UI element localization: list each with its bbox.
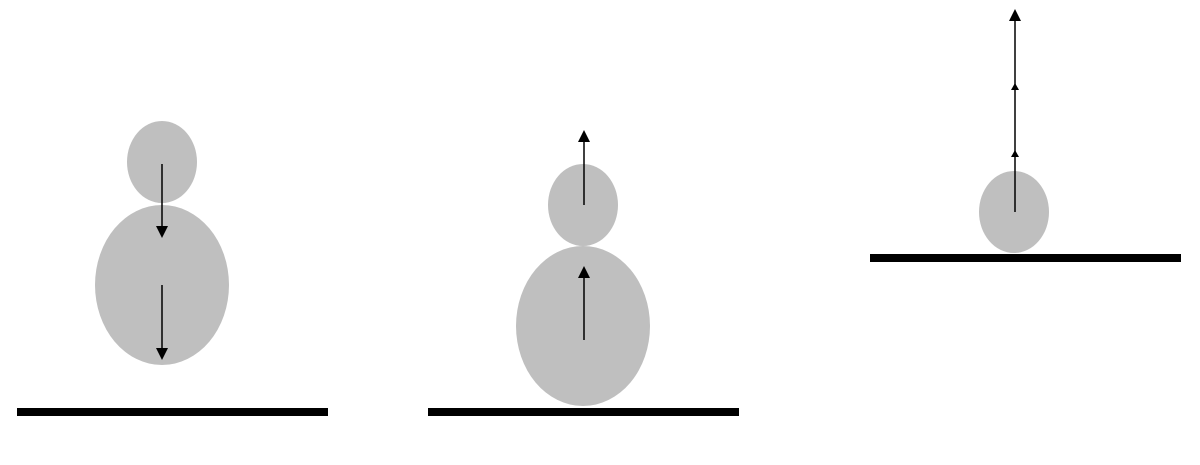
large-ball — [516, 246, 650, 406]
panel-after-bounce — [428, 130, 739, 416]
small-ball-velocity-arrowhead — [1011, 83, 1019, 90]
panel-before-impact — [17, 121, 328, 416]
small-ball — [127, 121, 197, 203]
small-ball — [979, 171, 1049, 253]
ground-line — [870, 254, 1181, 262]
small-ball-velocity-arrowhead — [1011, 150, 1019, 157]
ground-line — [428, 408, 739, 416]
small-ball — [548, 164, 618, 246]
ground-line — [17, 408, 328, 416]
panel-small-ball-launch — [870, 8, 1181, 262]
